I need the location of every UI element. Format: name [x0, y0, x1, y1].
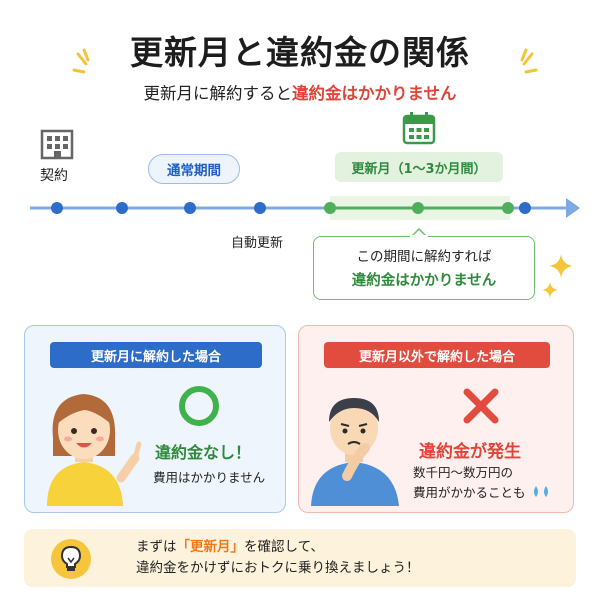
tip-text: まずは「更新月」を確認して、 違約金をかけずにおトクに乗り換えましょう！: [136, 537, 420, 579]
timeline-arrow-head: [566, 198, 580, 218]
no-penalty-result: 違約金なし！: [155, 443, 252, 462]
callout-pointer-cover: [410, 235, 428, 239]
case-other-month-panel: 更新月以外で解約した場合 違約金が発生 数千円〜数万円の 費用がかかることも: [298, 325, 574, 513]
panel-heading: 更新月以外で解約した場合: [324, 342, 550, 368]
timeline-dot: [184, 202, 196, 214]
sparkle-icon: [542, 282, 558, 298]
page-subtitle: 更新月に解約すると違約金はかかりません: [0, 80, 600, 104]
contract-label: 契約: [40, 168, 68, 184]
accent-lines-left-icon: [72, 48, 90, 74]
subtitle-text: 更新月に解約すると: [143, 84, 292, 103]
page-title: 更新月と違約金の関係: [130, 33, 470, 72]
panel-heading: 更新月に解約した場合: [50, 342, 262, 368]
callout-line2: 違約金はかかりません: [351, 273, 497, 289]
timeline-dot: [519, 202, 531, 214]
auto-renew-label: 自動更新: [231, 236, 284, 251]
penalty-result: 違約金が発生: [419, 442, 521, 462]
woman-pointing-illustration: [47, 394, 142, 506]
timeline-dot: [51, 202, 63, 214]
timeline-graphic: [30, 196, 580, 220]
cost-note-line2: 費用がかかることも: [413, 485, 526, 500]
lightbulb-icon: [51, 539, 91, 579]
timeline-dot: [254, 202, 266, 214]
renewal-period-pill: 更新月（1〜3か月間）: [335, 152, 503, 182]
renewal-dot: [412, 202, 424, 214]
cross-ng-icon: [463, 388, 499, 424]
subtitle-highlight: 違約金はかかりません: [291, 84, 457, 103]
timeline-dot: [116, 202, 128, 214]
sparkle-icon: [549, 254, 573, 278]
cost-note-line1: 数千円〜数万円の: [413, 465, 514, 480]
calendar-icon: [402, 112, 436, 145]
callout-line1: この期間に解約すれば: [356, 249, 492, 265]
bottom-tip-banner: まずは「更新月」を確認して、 違約金をかけずにおトクに乗り換えましょう！: [24, 529, 576, 587]
tip-line2: 違約金をかけずにおトクに乗り換えましょう！: [136, 560, 420, 576]
accent-lines-right-icon: [520, 48, 538, 74]
tip-line1-pre: まずは: [136, 539, 177, 555]
building-icon: [40, 129, 74, 160]
normal-period-pill: 通常期間: [148, 154, 240, 184]
worried-man-illustration: [311, 398, 399, 506]
tip-line1: まずは「更新月」を確認して、: [136, 537, 420, 558]
tip-highlight: 「更新月」: [176, 539, 245, 555]
case-renewal-month-panel: 更新月に解約した場合 違約金なし！ 費用はかかりません: [24, 325, 286, 513]
no-cost-note: 費用はかかりません: [153, 470, 266, 485]
tip-line1-post: を確認して、: [244, 539, 324, 555]
renewal-dot: [502, 202, 514, 214]
renewal-callout: この期間に解約すれば 違約金はかかりません: [313, 236, 535, 300]
renewal-dot: [324, 202, 336, 214]
circle-ok-icon: [179, 386, 219, 426]
sweat-drop-icon: [534, 486, 548, 497]
